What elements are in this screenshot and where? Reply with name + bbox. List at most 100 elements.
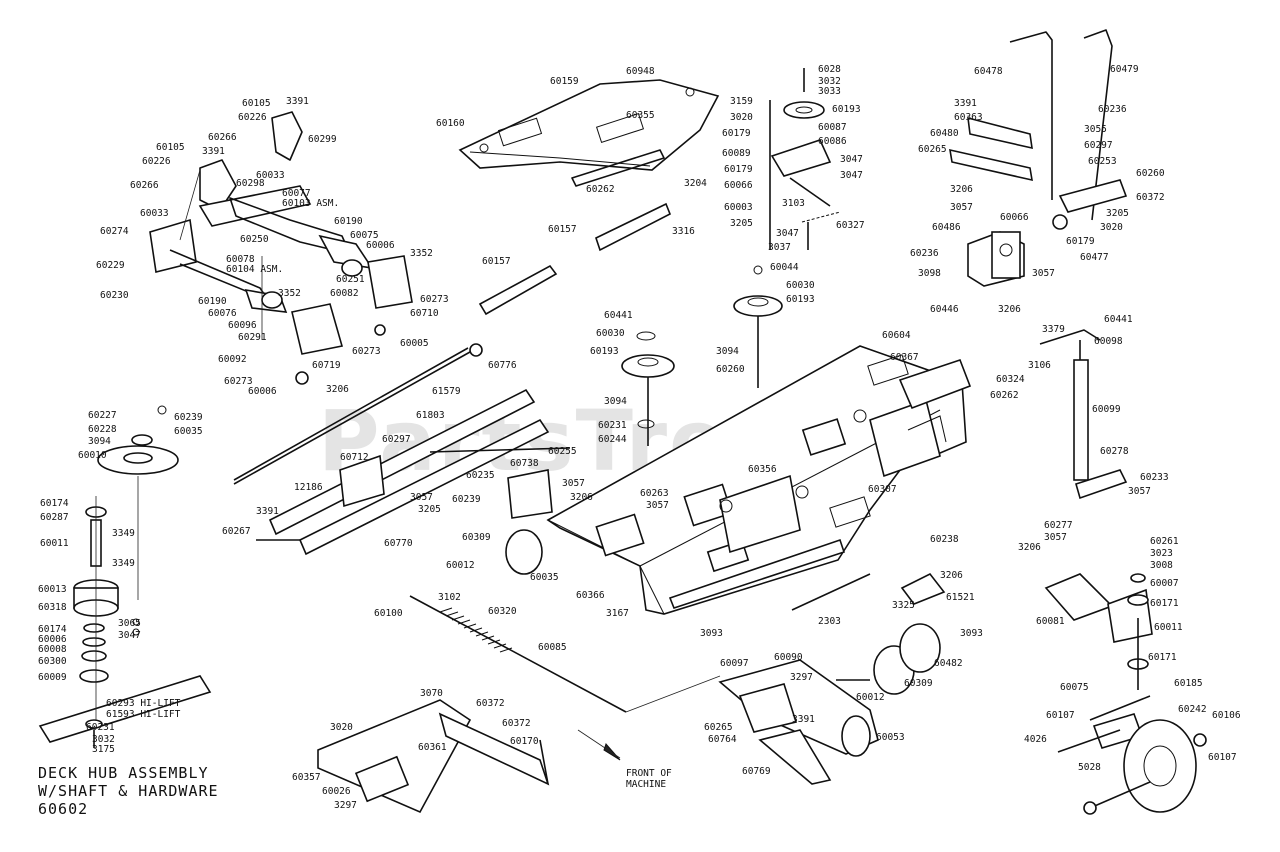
part-label: 60193 bbox=[832, 104, 861, 115]
part-label: 3391 bbox=[202, 146, 225, 157]
part-label: 60244 bbox=[598, 434, 627, 445]
part-label: 60482 bbox=[934, 658, 963, 669]
part-label: 60003 bbox=[724, 202, 753, 213]
part-label: 60030 bbox=[596, 328, 625, 339]
pivot-arm-assembly bbox=[149, 111, 413, 385]
part-label: 60105 bbox=[156, 142, 185, 153]
part-label: 60372 bbox=[476, 698, 505, 709]
part-label: 60174 bbox=[38, 624, 67, 635]
part-label: 60231 bbox=[86, 722, 115, 733]
part-label: 3057 bbox=[1128, 486, 1151, 497]
idler-pulley-stack bbox=[769, 68, 841, 250]
part-label: 60251 bbox=[336, 274, 365, 285]
part-label: 60227 bbox=[88, 410, 117, 421]
part-label: 60710 bbox=[410, 308, 439, 319]
part-label: 60267 bbox=[222, 526, 251, 537]
caster-wheel-assembly bbox=[1044, 573, 1207, 815]
part-label: 60035 bbox=[174, 426, 203, 437]
part-label: 60103 ASM. bbox=[282, 198, 339, 209]
part-label: 60253 bbox=[1088, 156, 1117, 167]
part-label: 60261 bbox=[1150, 536, 1179, 547]
part-label: 60712 bbox=[340, 452, 369, 463]
part-label: 60104 ASM. bbox=[226, 264, 283, 275]
part-label: 6028 bbox=[818, 64, 841, 75]
part-label: 60231 bbox=[598, 420, 627, 431]
direction-note-line-1: FRONT OF bbox=[626, 768, 672, 779]
part-label: 3020 bbox=[330, 722, 353, 733]
part-label: 60324 bbox=[996, 374, 1025, 385]
part-label: 60236 bbox=[910, 248, 939, 259]
part-label: 3379 bbox=[1042, 324, 1065, 335]
part-label: 60107 bbox=[1208, 752, 1237, 763]
direction-note-line-2: MACHINE bbox=[626, 779, 666, 790]
part-label: 60260 bbox=[716, 364, 745, 375]
part-label: 3057 bbox=[646, 500, 669, 511]
part-label: 3159 bbox=[730, 96, 753, 107]
part-label: 60278 bbox=[1100, 446, 1129, 457]
part-label: 60193 bbox=[590, 346, 619, 357]
part-label: 60250 bbox=[240, 234, 269, 245]
part-label: 60480 bbox=[930, 128, 959, 139]
part-label: 3206 bbox=[940, 570, 963, 581]
part-label: 60076 bbox=[208, 308, 237, 319]
part-label: 3297 bbox=[334, 800, 357, 811]
part-label: 60299 bbox=[308, 134, 337, 145]
part-label: 60357 bbox=[292, 772, 321, 783]
mower-deck-housing bbox=[546, 345, 972, 615]
part-label: 60160 bbox=[436, 118, 465, 129]
part-label: 60011 bbox=[40, 538, 69, 549]
part-label: 60300 bbox=[38, 656, 67, 667]
part-label: 3055 bbox=[1084, 124, 1107, 135]
part-label: 60262 bbox=[586, 184, 615, 195]
part-label: 3204 bbox=[684, 178, 707, 189]
part-label: 60159 bbox=[550, 76, 579, 87]
part-label: 60255 bbox=[548, 446, 577, 457]
part-label: 60277 bbox=[1044, 520, 1073, 531]
part-label: 3098 bbox=[918, 268, 941, 279]
part-label: 3316 bbox=[672, 226, 695, 237]
part-label: 61579 bbox=[432, 386, 461, 397]
part-label: 60776 bbox=[488, 360, 517, 371]
part-label: 60236 bbox=[1098, 104, 1127, 115]
part-label: 3070 bbox=[420, 688, 443, 699]
part-label: 3057 bbox=[1044, 532, 1067, 543]
part-label: 3103 bbox=[782, 198, 805, 209]
part-label: 60441 bbox=[1104, 314, 1133, 325]
part-label: 60106 bbox=[1212, 710, 1241, 721]
part-label: 5028 bbox=[1078, 762, 1101, 773]
threaded-adjuster-rod bbox=[409, 595, 721, 761]
part-label: 60228 bbox=[88, 424, 117, 435]
part-label: 60239 bbox=[174, 412, 203, 423]
part-label: 3391 bbox=[954, 98, 977, 109]
part-label: 60100 bbox=[374, 608, 403, 619]
part-label: 3093 bbox=[700, 628, 723, 639]
part-label: 60179 bbox=[724, 164, 753, 175]
part-label: 60012 bbox=[856, 692, 885, 703]
part-label: 60479 bbox=[1110, 64, 1139, 75]
part-label: 3047 bbox=[840, 154, 863, 165]
part-label: 12186 bbox=[294, 482, 323, 493]
part-label: 60007 bbox=[1150, 578, 1179, 589]
part-label: 60087 bbox=[818, 122, 847, 133]
part-label: 60010 bbox=[78, 450, 107, 461]
part-label: 60273 bbox=[224, 376, 253, 387]
part-label: 60355 bbox=[626, 110, 655, 121]
part-label: 3167 bbox=[606, 608, 629, 619]
part-label: 60372 bbox=[502, 718, 531, 729]
part-label: 3020 bbox=[1100, 222, 1123, 233]
part-label: 61803 bbox=[416, 410, 445, 421]
part-label: 60356 bbox=[748, 464, 777, 475]
part-label: 3032 bbox=[92, 734, 115, 745]
part-label: 3057 bbox=[1032, 268, 1055, 279]
part-label: 60026 bbox=[322, 786, 351, 797]
part-label: 3205 bbox=[730, 218, 753, 229]
part-label: 3352 bbox=[410, 248, 433, 259]
part-label: 60309 bbox=[904, 678, 933, 689]
part-label: 60367 bbox=[890, 352, 919, 363]
part-label: 60719 bbox=[312, 360, 341, 371]
deck-pulley-left bbox=[621, 331, 675, 446]
part-label: 60075 bbox=[350, 230, 379, 241]
part-label: 60066 bbox=[724, 180, 753, 191]
part-label: 60226 bbox=[142, 156, 171, 167]
